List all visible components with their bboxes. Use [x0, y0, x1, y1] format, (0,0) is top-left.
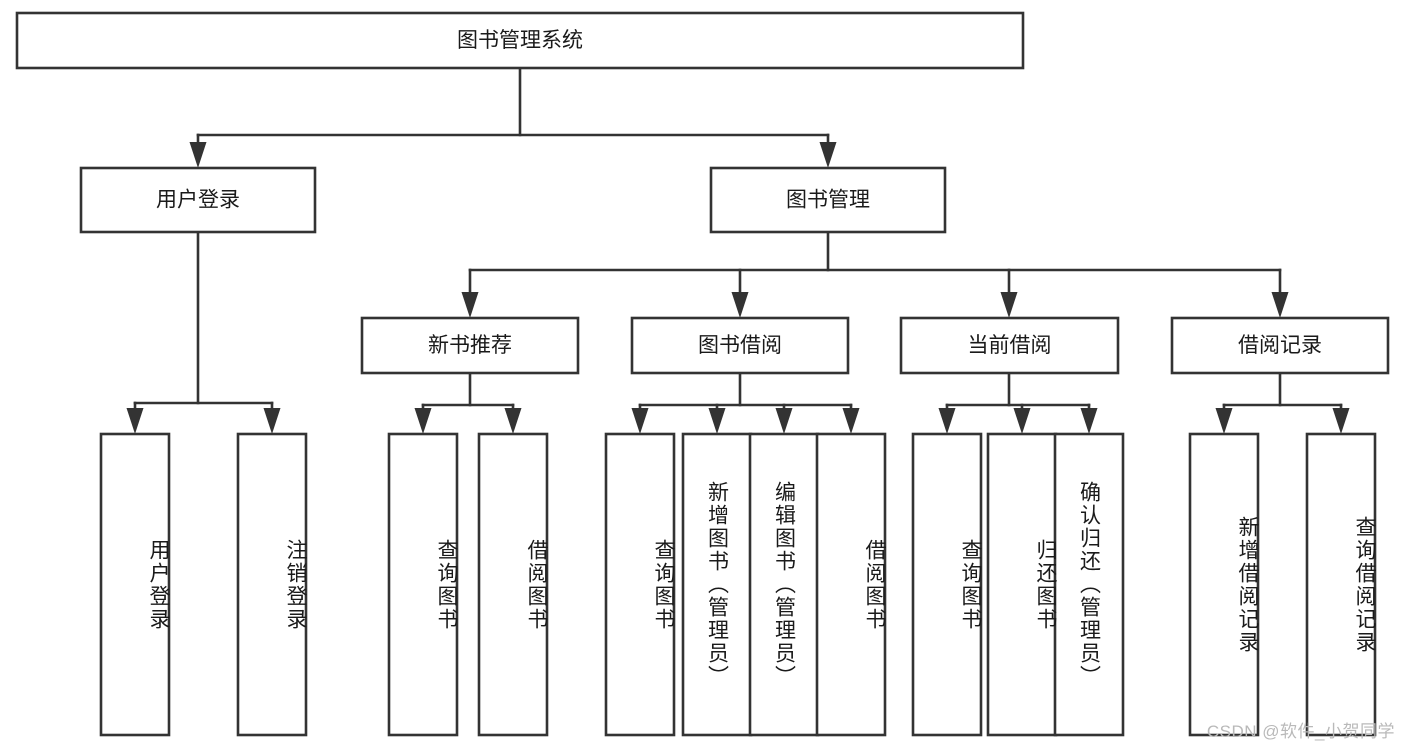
arrow-head-icon — [1013, 408, 1031, 434]
node-label-l3_record: 借阅记录 — [1238, 334, 1322, 357]
node-label-l3_borrow: 图书借阅 — [698, 334, 782, 357]
connector-group-new-book-to-leaves — [414, 371, 522, 434]
connector-group-user-login-to-leaves — [126, 230, 281, 434]
node-box-root[interactable] — [15, 11, 1025, 70]
connector-group-book-borrow-to-leaves — [631, 371, 860, 434]
arrow-head-icon — [731, 292, 749, 318]
connector-layer — [126, 66, 1350, 434]
node-box-leaf_new_borrow[interactable] — [477, 432, 549, 737]
node-box-leaf_bo_query[interactable] — [604, 432, 676, 737]
node-label-l3_new: 新书推荐 — [428, 334, 512, 357]
node-box-l2_book[interactable] — [709, 166, 947, 234]
node-box-l3_record[interactable] — [1170, 316, 1390, 375]
arrow-head-icon — [1332, 408, 1350, 434]
node-box-leaf_bo_borrow[interactable] — [815, 432, 887, 737]
node-box-leaf_cu_confirm[interactable] — [1053, 432, 1125, 737]
arrow-head-icon — [126, 408, 144, 434]
node-box-leaf_user_logout[interactable] — [236, 432, 308, 737]
arrow-head-icon — [708, 408, 726, 434]
arrow-head-icon — [938, 408, 956, 434]
arrow-head-icon — [1271, 292, 1289, 318]
node-label-l2_book: 图书管理 — [786, 189, 870, 212]
connector-group-current-borrow-to-leaves — [938, 371, 1098, 434]
arrow-head-icon — [263, 408, 281, 434]
node-box-l2_user[interactable] — [79, 166, 317, 234]
node-box-leaf_cu_query[interactable] — [911, 432, 983, 737]
node-box-l3_new[interactable] — [360, 316, 580, 375]
node-box-leaf_bo_edit[interactable] — [748, 432, 820, 737]
arrow-head-icon — [414, 408, 432, 434]
node-box-leaf_user_login[interactable] — [99, 432, 171, 737]
arrow-head-icon — [842, 408, 860, 434]
arrow-head-icon — [189, 142, 207, 168]
csdn-watermark: CSDN @软件_小贺同学 — [1206, 722, 1395, 741]
arrow-head-icon — [775, 408, 793, 434]
node-box-leaf_re_query[interactable] — [1305, 432, 1377, 737]
arrow-head-icon — [1000, 292, 1018, 318]
connector-group-borrow-record-to-leaves — [1215, 371, 1350, 434]
arrow-head-icon — [819, 142, 837, 168]
node-label-root: 图书管理系统 — [457, 29, 583, 52]
node-box-leaf_re_add[interactable] — [1188, 432, 1260, 737]
arrow-head-icon — [1215, 408, 1233, 434]
node-box-l3_current[interactable] — [899, 316, 1120, 375]
node-box-leaf_bo_add[interactable] — [681, 432, 753, 737]
arrow-head-icon — [504, 408, 522, 434]
connector-group-root-to-level2 — [189, 66, 837, 168]
node-box-layer — [15, 11, 1390, 737]
connector-group-book-management-to-level3 — [461, 230, 1289, 318]
arrow-head-icon — [631, 408, 649, 434]
node-label-l3_current: 当前借阅 — [968, 334, 1052, 357]
node-label-l2_user: 用户登录 — [156, 189, 240, 212]
node-box-leaf_cu_return[interactable] — [986, 432, 1058, 737]
arrow-head-icon — [1080, 408, 1098, 434]
node-box-l3_borrow[interactable] — [630, 316, 850, 375]
node-box-leaf_new_query[interactable] — [387, 432, 459, 737]
arrow-head-icon — [461, 292, 479, 318]
